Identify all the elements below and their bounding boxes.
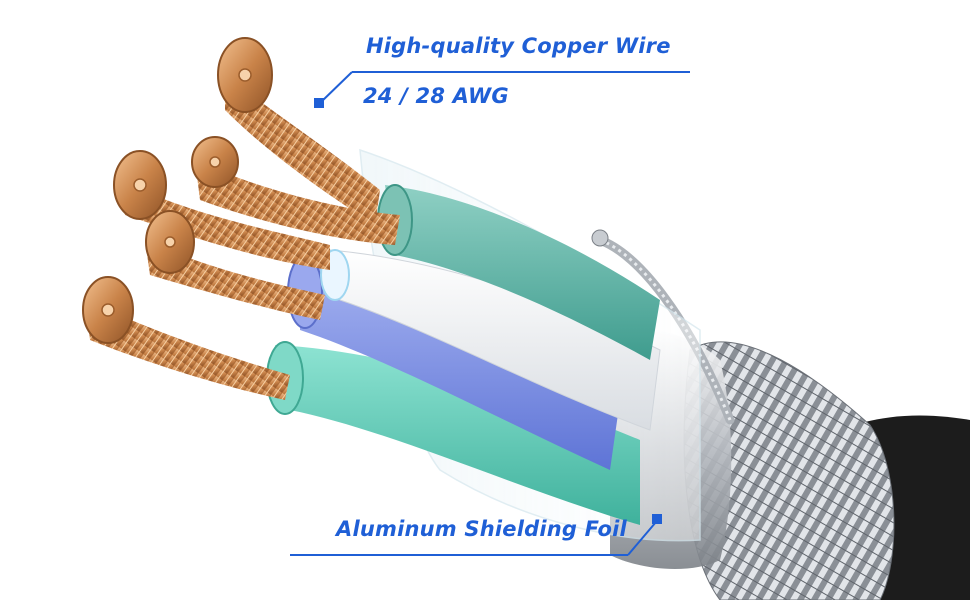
wire-green-teal [275,345,640,525]
copper-strands [82,37,400,400]
foil-callout-lines [290,514,662,556]
wire-white [329,249,661,431]
copper-callout-marker [314,98,324,108]
foil-callout-title: Aluminum Shielding Foil [336,517,627,541]
copper-callout-subtitle: 24 / 28 AWG [363,84,509,108]
copper-callout-lines [314,71,690,108]
wire-teal [385,185,660,360]
drain-wire [595,235,735,425]
copper-callout-title: High-quality Copper Wire [366,34,671,58]
foil-callout-marker [652,514,662,524]
